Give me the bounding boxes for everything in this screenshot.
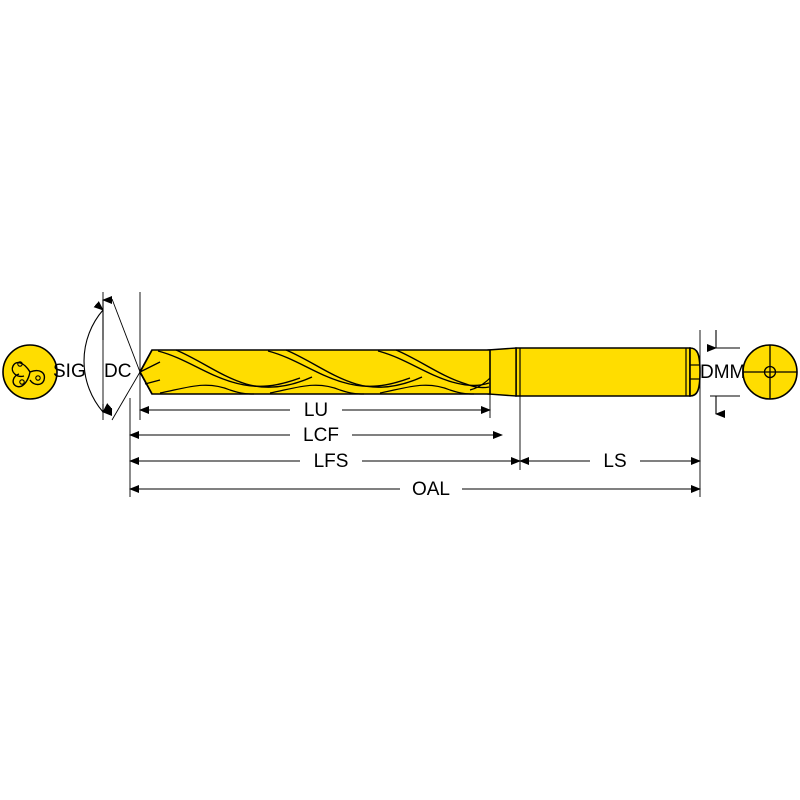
dimension-ls: LS bbox=[519, 450, 701, 472]
drill-body bbox=[139, 347, 701, 397]
dimension-dc: DC bbox=[102, 296, 131, 416]
label-lu: LU bbox=[304, 400, 328, 421]
dimension-dmm: DMM bbox=[700, 330, 745, 418]
dimension-sig: SIG bbox=[53, 298, 141, 421]
label-lcf: LCF bbox=[303, 425, 339, 446]
dimension-lu: LU bbox=[139, 399, 491, 421]
left-end-view bbox=[2, 344, 58, 400]
label-sig: SIG bbox=[53, 361, 86, 382]
right-end-view bbox=[742, 344, 798, 400]
label-dmm: DMM bbox=[700, 362, 745, 383]
label-oal: OAL bbox=[412, 479, 450, 500]
dimension-oal: OAL bbox=[129, 478, 701, 500]
label-ls: LS bbox=[603, 451, 626, 472]
dimension-lfs: LFS bbox=[129, 450, 521, 472]
dimension-lcf: LCF bbox=[129, 424, 503, 446]
label-dc: DC bbox=[104, 361, 131, 382]
label-lfs: LFS bbox=[314, 451, 349, 472]
